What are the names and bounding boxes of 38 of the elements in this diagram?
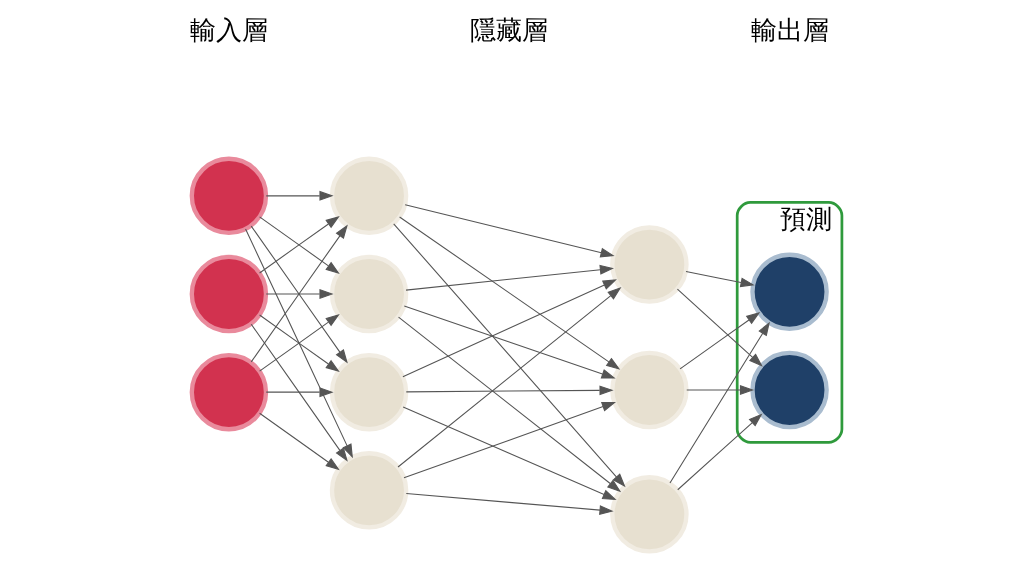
arrow xyxy=(685,385,754,395)
label: 輸出層 xyxy=(750,14,829,45)
arrow xyxy=(404,204,615,258)
arrow xyxy=(396,287,621,468)
arrow xyxy=(404,264,614,291)
arrow xyxy=(402,406,617,501)
arrow xyxy=(397,316,621,493)
arrow xyxy=(258,412,340,471)
arrow xyxy=(676,413,762,491)
arrow xyxy=(265,289,334,299)
arrow xyxy=(668,321,770,484)
node-circle xyxy=(329,156,408,236)
node-circle xyxy=(609,225,689,304)
arrow xyxy=(265,387,334,398)
arrow xyxy=(684,271,755,288)
arrow xyxy=(676,288,763,367)
arrow xyxy=(265,190,334,201)
arrow xyxy=(402,401,616,479)
node-circle xyxy=(189,254,268,334)
node-circle xyxy=(609,350,689,430)
arrow xyxy=(401,279,617,378)
node-circle xyxy=(329,352,408,432)
arrow xyxy=(250,323,348,462)
node-circle xyxy=(329,451,408,530)
label: 輸入層 xyxy=(189,14,268,45)
arrow xyxy=(405,385,614,396)
arrow xyxy=(679,311,760,370)
node-circle xyxy=(749,252,829,332)
cluster: 預測 xyxy=(735,201,843,444)
arrow xyxy=(244,228,353,459)
arrow xyxy=(403,305,616,379)
arrow xyxy=(405,492,614,515)
label: 隱藏層 xyxy=(469,14,548,45)
node-circle xyxy=(189,156,268,236)
node-circle xyxy=(329,254,408,334)
arrow xyxy=(398,216,620,370)
node-circle xyxy=(189,352,268,432)
arrow xyxy=(392,223,626,488)
